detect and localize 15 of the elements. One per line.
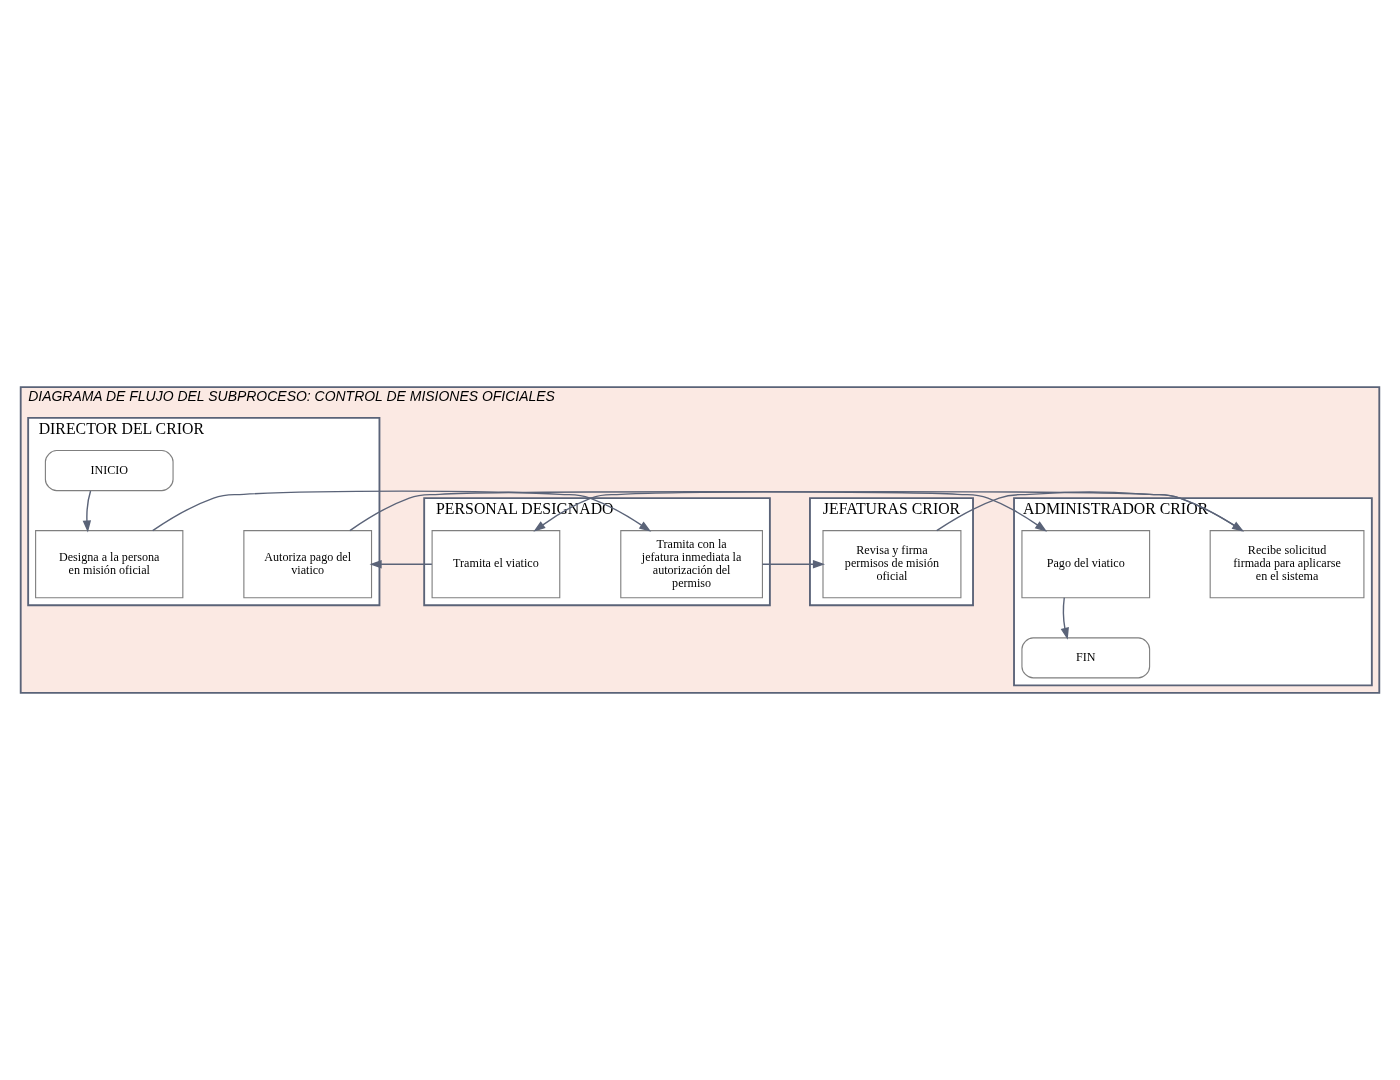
- node-box: Designa a la persona en misión oficial: [35, 530, 184, 599]
- arrow: [1060, 597, 1069, 640]
- node-box: FIN: [1021, 637, 1151, 679]
- node-box: Autoriza pago del viatico: [243, 530, 373, 599]
- node-box: INICIO: [44, 450, 174, 492]
- arrow: [761, 560, 826, 569]
- arrow: [152, 490, 652, 532]
- node-box: Tramita con la jefatura inmediata la autorización del permiso: [620, 530, 763, 599]
- node-box: Revisa y firma permisos de misión oficial: [822, 530, 962, 599]
- node-box: Tramita el viatico: [431, 530, 561, 599]
- node-box: Recibe solicitud firmada para aplicarse en el sistema: [1209, 530, 1365, 599]
- arrow: [349, 491, 1048, 532]
- arrow: [82, 490, 92, 533]
- arrow: [369, 560, 433, 569]
- node-box: Pago del viatico: [1021, 530, 1151, 599]
